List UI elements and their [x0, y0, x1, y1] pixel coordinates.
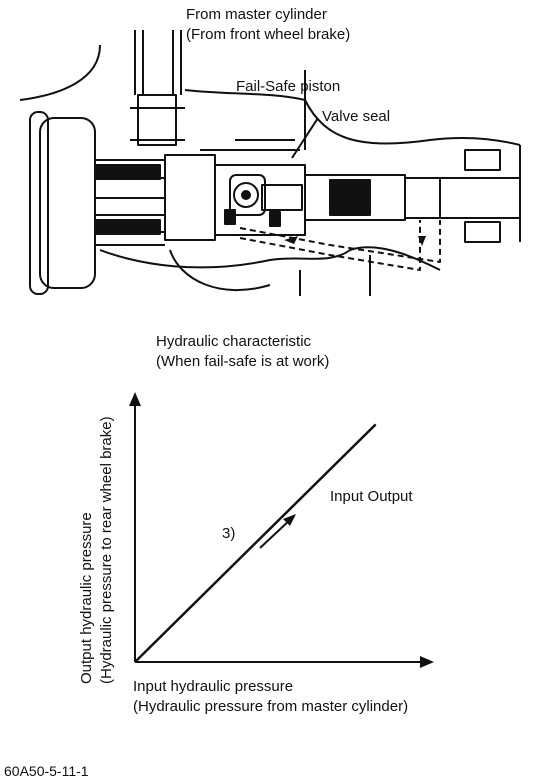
direction-arrow: [259, 517, 293, 549]
inlet-pipe: [130, 30, 185, 146]
lower-housing: [99, 246, 441, 271]
proportioning-valve-diagram: [19, 30, 521, 296]
y-axis-label-line1: Output hydraulic pressure: [78, 512, 95, 684]
fail-safe-piston: [164, 139, 306, 241]
direction-arrowhead: [283, 514, 296, 526]
y-axis-arrowhead: [129, 392, 141, 406]
x-axis-label-line2: (Hydraulic pressure from master cylinder…: [133, 698, 409, 715]
hydraulic-characteristic-chart: [129, 392, 434, 668]
chart-axes: [134, 400, 425, 663]
x-axis-arrowhead: [420, 656, 434, 668]
valve-body-outline: [19, 44, 521, 146]
piston-label: Fail-Safe piston: [236, 78, 341, 95]
chart-title-line1: Hydraulic characteristic: [156, 333, 312, 350]
figure-code: 60A50-5-11-1: [4, 763, 89, 779]
chart-title-line2: (When fail-safe is at work): [156, 353, 330, 370]
line-label: Input Output: [330, 488, 413, 505]
y-axis-label-line2: (Hydraulic pressure to rear wheel brake): [98, 416, 115, 684]
series-line-input-output: [134, 423, 377, 663]
segment-label: 3): [222, 525, 236, 542]
source-label-line2: (From front wheel brake): [186, 26, 351, 43]
fluid-path: [239, 220, 441, 271]
outlet-spool: [304, 145, 521, 243]
source-label-line1: From master cylinder: [186, 6, 327, 23]
end-cap: [29, 111, 165, 295]
seal-label: Valve seal: [322, 108, 391, 125]
seal-leader: [291, 117, 319, 159]
x-axis-label-line1: Input hydraulic pressure: [133, 678, 294, 695]
